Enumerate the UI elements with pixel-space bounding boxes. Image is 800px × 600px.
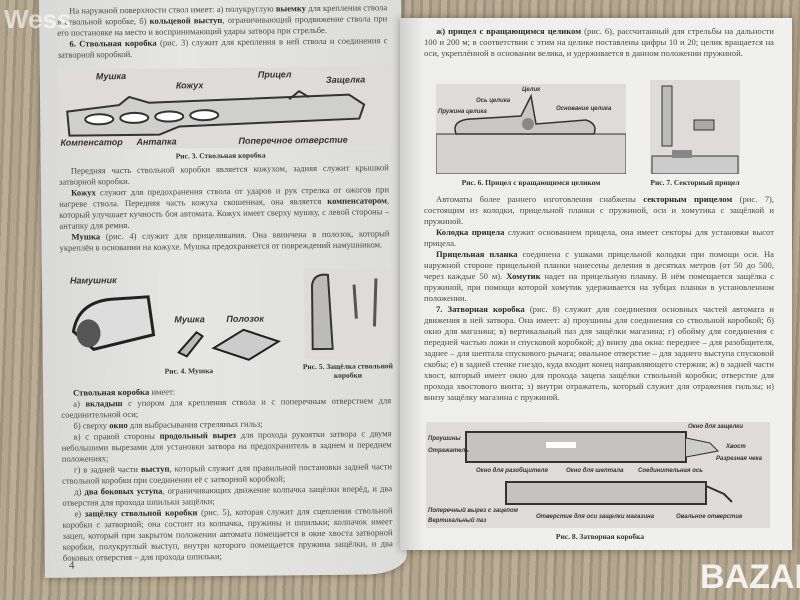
label: Компенсатор	[60, 137, 123, 148]
watermark-top: Wess	[4, 4, 72, 34]
label: Овальное отверстие	[676, 514, 743, 520]
bazar-logo: BAZAR	[700, 558, 800, 596]
label: Хвост	[726, 444, 746, 450]
label: Кожух	[175, 80, 204, 91]
receiver-text: Автоматы более раннего изготовления снаб…	[424, 194, 775, 402]
label: Поперечное отверстие	[238, 134, 348, 146]
intro-text: На наружной поверхности ствол имеет: а) …	[57, 2, 388, 60]
figure-7-sector-sight	[650, 80, 740, 174]
figure-6-rotating-sight: Целик Ось целика Пружина целика Основани…	[436, 84, 626, 174]
figure-6-caption: Рис. 6. Прицел с вращающимся целиком	[461, 178, 601, 187]
label: Полозок	[226, 313, 264, 324]
figure-3-receiver: Мушка Кожух Прицел Защелка Компенсатор А…	[57, 66, 391, 150]
sight-text: ж) прицел с вращающимся целиком (рис. 6)…	[424, 26, 775, 58]
label: Антапка	[136, 136, 177, 147]
label: Окно для шептала	[566, 468, 624, 474]
label: Окно для разобщителя	[476, 468, 548, 474]
label: Мушка	[95, 71, 127, 82]
figure-5-latch	[303, 268, 391, 360]
label: Окно для защелки	[688, 424, 744, 430]
label: Проушины	[428, 436, 461, 442]
label: Отверстие для оси защелки магазина	[536, 514, 655, 520]
list-item: е) защёлку ствольной коробки (рис. 5), к…	[62, 505, 393, 563]
label: Соединительная ось	[638, 468, 703, 474]
figure-8-caption: Рис. 8. Затворная коробка	[555, 532, 645, 541]
label: Основание целика	[556, 106, 612, 112]
list-item: в) с правой стороны продольный вырез для…	[61, 428, 392, 464]
receiver-features-list: Ствольная коробка имеет: а) вкладыш с уп…	[61, 386, 393, 563]
label: Ось целика	[476, 98, 511, 104]
figure-4-front-sight: Намушник Мушка Полозок	[66, 273, 291, 363]
figure-3-caption: Рис. 3. Ствольная коробка	[175, 150, 266, 161]
figure-7-caption: Рис. 7. Секторный прицел	[650, 178, 740, 187]
label: Мушка	[174, 314, 205, 325]
label: Защелка	[325, 74, 366, 85]
left-page: На наружной поверхности ствол имеет: а) …	[38, 0, 408, 578]
label: Прицел	[257, 69, 292, 80]
figure-5-caption: Рис. 5. Защёлка ствольной коробки	[302, 361, 393, 380]
body-text: Передняя часть ствольной коробки являетс…	[58, 162, 390, 253]
label: Разрезная чека	[716, 456, 762, 462]
page-number: 4	[68, 559, 75, 572]
label: Пружина целика	[438, 109, 487, 115]
figure-8-bolt-housing: Окно для защелки Проушины Отражатель Хво…	[426, 422, 770, 528]
figure-4-caption: Рис. 4. Мушка	[164, 366, 214, 376]
label: Вертикальный паз	[428, 518, 487, 524]
label: Отражатель	[428, 448, 469, 454]
label: Поперечный вырез с зацепом	[428, 508, 519, 514]
right-page: ж) прицел с вращающимся целиком (рис. 6)…	[400, 18, 792, 550]
label: Намушник	[69, 275, 117, 286]
label: Целик	[522, 87, 541, 93]
